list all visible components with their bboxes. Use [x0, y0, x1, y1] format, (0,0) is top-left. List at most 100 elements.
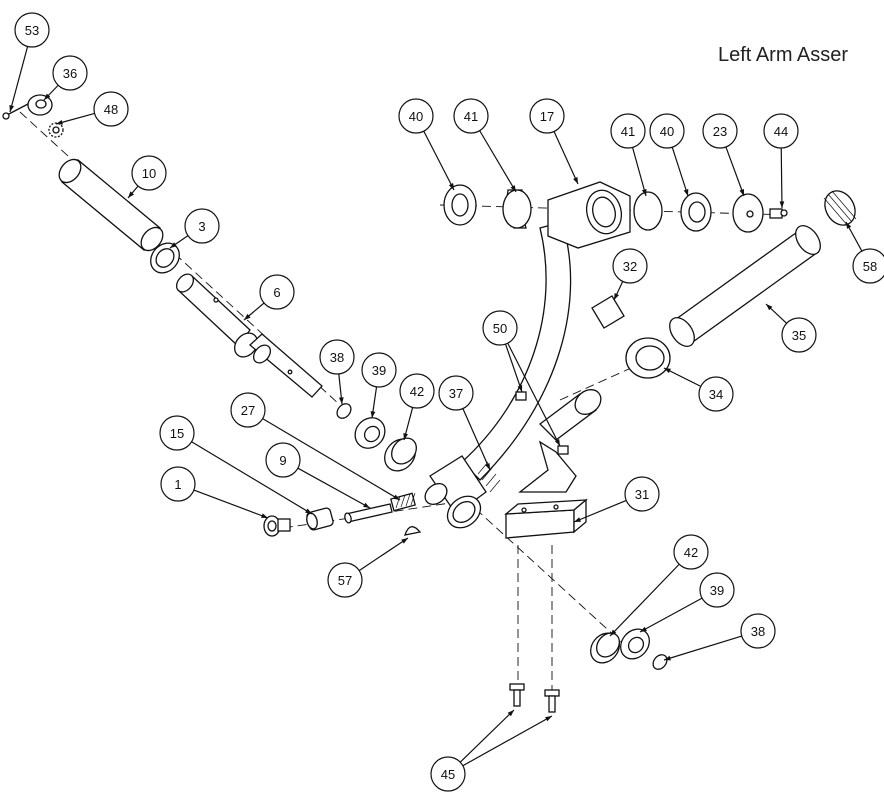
callout-number: 42 — [410, 384, 424, 399]
leader-arrowhead — [510, 185, 516, 192]
leader-arrowhead — [517, 385, 523, 392]
leader-arrowhead — [338, 397, 344, 404]
leader-arrowhead — [614, 293, 619, 300]
callout-number: 45 — [441, 767, 455, 782]
leader-line — [459, 709, 515, 763]
callout-number: 48 — [104, 102, 118, 117]
leader-line — [609, 563, 680, 637]
part-39-bearing-upper — [354, 417, 386, 449]
part-38-clip-lower — [652, 654, 668, 670]
callout-number: 27 — [241, 403, 255, 418]
leader-line — [423, 130, 455, 191]
part-32-label — [591, 295, 625, 329]
callout-bubble — [624, 476, 660, 512]
callout-number: 23 — [713, 124, 727, 139]
part-40-bearing-left — [443, 184, 477, 226]
callout-number: 36 — [63, 66, 77, 81]
part-45-bolts — [509, 683, 560, 713]
callout-number: 34 — [709, 387, 723, 402]
part-38-clip-upper — [336, 403, 352, 419]
leader-line — [462, 715, 553, 767]
leader-arrowhead — [664, 655, 671, 661]
callout-number: 17 — [540, 109, 554, 124]
leader-line — [55, 112, 95, 125]
callout-number: 10 — [142, 166, 156, 181]
leader-line — [507, 342, 561, 447]
leader-line — [553, 131, 579, 185]
callout-bubble — [610, 113, 646, 149]
part-39-bearing-lower — [620, 628, 650, 660]
callout-number: 35 — [792, 328, 806, 343]
callout-number: 41 — [464, 109, 478, 124]
leader-arrowhead — [128, 191, 135, 198]
callout-number: 57 — [338, 573, 352, 588]
part-35-grip-right — [669, 225, 821, 347]
leader-arrowhead — [846, 222, 852, 229]
part-58-end-plug — [823, 190, 857, 227]
leader-arrowhead — [9, 105, 15, 112]
callout-number: 1 — [174, 477, 181, 492]
part-23-end-cap — [732, 193, 764, 233]
leader-arrowhead — [507, 710, 514, 717]
leader-arrowhead — [574, 517, 581, 522]
leader-arrowhead — [448, 183, 454, 190]
leader-arrowhead — [766, 304, 773, 311]
leader-line — [780, 147, 783, 209]
leader-line — [671, 146, 689, 197]
leader-arrowhead — [401, 538, 408, 544]
callout-bubble — [399, 373, 435, 409]
leader-arrowhead — [403, 433, 409, 440]
callout-bubble — [361, 352, 397, 388]
callout-bubble — [327, 562, 363, 598]
callout-number: 6 — [273, 285, 280, 300]
leader-arrowhead — [393, 494, 400, 500]
callout-bubble — [265, 442, 301, 478]
callout-bubble — [740, 613, 776, 649]
leader-arrowhead — [56, 119, 63, 125]
part-1-cap-screw — [263, 515, 291, 537]
callout-bubble — [482, 310, 518, 346]
leader-line — [358, 537, 409, 572]
callout-bubble — [702, 113, 738, 149]
callout-number: 31 — [635, 487, 649, 502]
leader-line — [297, 467, 371, 509]
leader-line — [191, 441, 313, 515]
leader-arrowhead — [683, 189, 689, 196]
leader-arrowhead — [370, 411, 376, 418]
part-42-cup-lower — [590, 632, 620, 664]
leader-arrowhead — [545, 716, 552, 722]
callout-bubble — [398, 98, 434, 134]
callout-number: 9 — [279, 453, 286, 468]
callout-number: 38 — [330, 350, 344, 365]
callout-bubble — [763, 113, 799, 149]
callout-number: 3 — [198, 219, 205, 234]
part-57-plug — [404, 526, 422, 536]
callout-bubble — [698, 376, 734, 412]
part-44-screw — [769, 208, 788, 219]
callout-number: 50 — [493, 321, 507, 336]
part-48-star-washer — [48, 122, 64, 138]
part-53-bolt — [2, 103, 29, 120]
leader-line — [504, 343, 523, 393]
callout-number: 40 — [660, 124, 674, 139]
part-9-pin — [344, 503, 393, 524]
leader-line — [663, 635, 742, 661]
leader-line — [631, 147, 647, 197]
callout-bubble — [319, 339, 355, 375]
leader-arrowhead — [363, 502, 370, 508]
leader-arrowhead — [44, 93, 51, 100]
leader-line — [573, 499, 627, 523]
part-10-grip — [58, 158, 164, 252]
leader-arrowhead — [641, 189, 647, 196]
leader-line — [725, 146, 745, 197]
callout-bubble — [131, 155, 167, 191]
callout-bubble — [52, 55, 88, 91]
part-31-mount-block — [504, 498, 588, 539]
callout-bubble — [649, 113, 685, 149]
leader-arrowhead — [640, 626, 647, 632]
callout-number: 42 — [684, 545, 698, 560]
callout-bubble — [93, 91, 129, 127]
part-17-arm-frame — [424, 181, 631, 529]
